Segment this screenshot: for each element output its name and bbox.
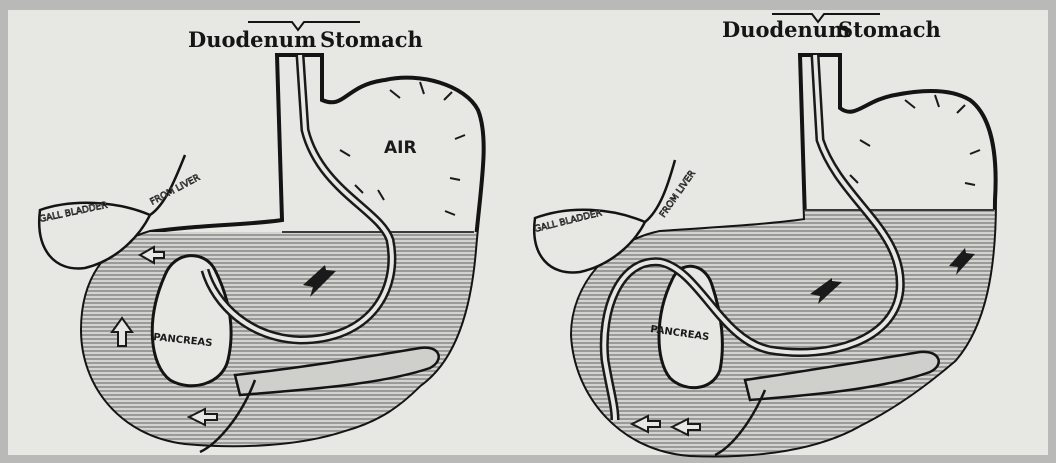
right-duodenum-label: Duodenum [722,17,850,42]
left-air-label: AIR [384,138,417,158]
left-duodenum-label: Duodenum [188,27,316,52]
left-stomach-label: Stomach [320,27,423,52]
right-stomach-label: Stomach [838,17,941,42]
